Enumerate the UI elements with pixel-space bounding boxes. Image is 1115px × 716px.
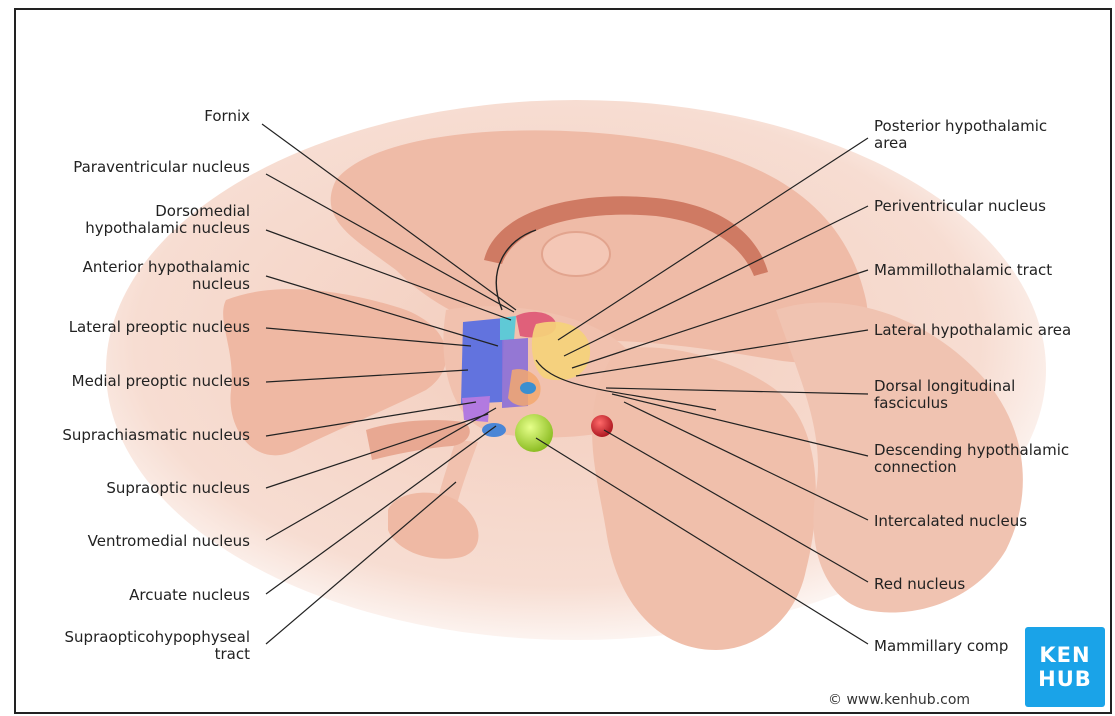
label-lateral-preoptic-nucleus: Lateral preoptic nucleus [69, 319, 250, 336]
thalamus-oval [542, 232, 610, 276]
label-paraventricular-nucleus: Paraventricular nucleus [73, 159, 250, 176]
label-supraoptic-nucleus: Supraoptic nucleus [106, 480, 250, 497]
label-periventricular-nucleus: Periventricular nucleus [874, 198, 1046, 215]
diagram-frame: Fornix Paraventricular nucleus Dorsomedi… [14, 8, 1112, 714]
label-mammillary-complex: Mammillary comp [874, 638, 1008, 655]
label-fornix: Fornix [204, 108, 250, 125]
mammillary-body [515, 414, 553, 452]
label-arcuate-nucleus: Arcuate nucleus [129, 587, 250, 604]
label-lateral-hypothalamic-area: Lateral hypothalamic area [874, 322, 1071, 339]
kenhub-logo[interactable]: KEN HUB [1025, 627, 1105, 707]
label-suprachiasmatic-nucleus: Suprachiasmatic nucleus [62, 427, 250, 444]
label-red-nucleus: Red nucleus [874, 576, 965, 593]
label-posterior-hypothalamic-area: Posterior hypothalamic area [874, 118, 1047, 152]
copyright-text: © www.kenhub.com [828, 692, 970, 708]
hypothalamus-illustration [16, 10, 1112, 714]
logo-line-1: KEN [1039, 643, 1090, 667]
label-supraopticohypophyseal-tract: Supraopticohypophyseal tract [65, 629, 250, 663]
label-dorsomedial-hypothalamic-nucleus: Dorsomedial hypothalamic nucleus [85, 203, 250, 237]
arcuate-blob [482, 423, 506, 437]
label-ventromedial-nucleus: Ventromedial nucleus [88, 533, 250, 550]
label-mammillothalamic-tract: Mammillothalamic tract [874, 262, 1052, 279]
blue-nucleus [461, 318, 504, 404]
small-blue-blob [520, 382, 536, 394]
label-medial-preoptic-nucleus: Medial preoptic nucleus [72, 373, 250, 390]
label-anterior-hypothalamic-nucleus: Anterior hypothalamic nucleus [83, 259, 250, 293]
label-dorsal-longitudinal-fasciculus: Dorsal longitudinal fasciculus [874, 378, 1015, 412]
logo-line-2: HUB [1038, 667, 1092, 691]
teal-nucleus [500, 316, 516, 340]
label-descending-hypothalamic-connection: Descending hypothalamic connection [874, 442, 1069, 476]
label-intercalated-nucleus: Intercalated nucleus [874, 513, 1027, 530]
